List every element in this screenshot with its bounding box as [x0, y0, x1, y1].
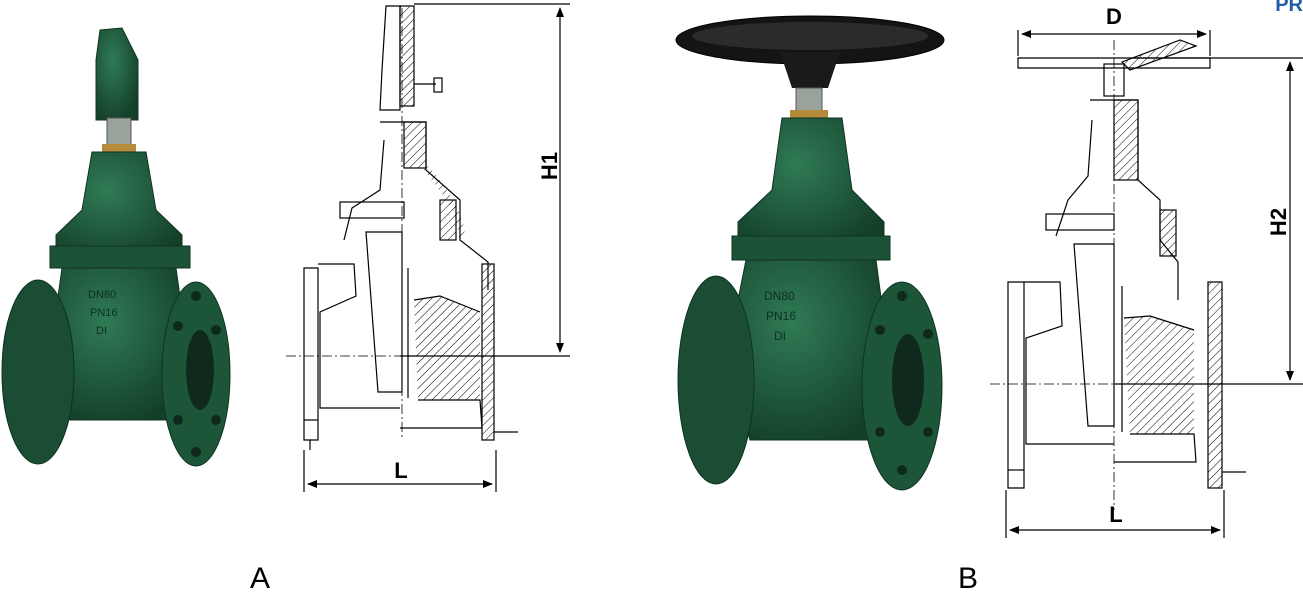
dim-l-label-a: L [394, 458, 407, 483]
valve-b-drawing [990, 30, 1303, 538]
dim-h1-label: H1 [537, 152, 562, 180]
cast-mark-b-pn: PN16 [766, 309, 796, 323]
valve-a-photo: DN80 PN16 DI [1, 27, 231, 467]
valve-b-photo: DN80 PN16 DI [675, 15, 945, 491]
brand-fragment: PR [1275, 0, 1303, 16]
cast-mark-a-dn: DN80 [88, 289, 116, 301]
cast-mark-b-di: DI [774, 329, 786, 343]
dim-l-label-b: L [1109, 502, 1122, 527]
caption-a: A [250, 562, 271, 595]
cast-mark-a-pn: PN16 [90, 307, 118, 319]
caption-b: B [958, 562, 979, 595]
dim-h2-label: H2 [1266, 208, 1291, 236]
valve-a-drawing [286, 3, 570, 492]
dim-d-label: D [1106, 4, 1122, 29]
cast-mark-b-dn: DN80 [764, 289, 795, 303]
cast-mark-a-di: DI [96, 325, 107, 337]
